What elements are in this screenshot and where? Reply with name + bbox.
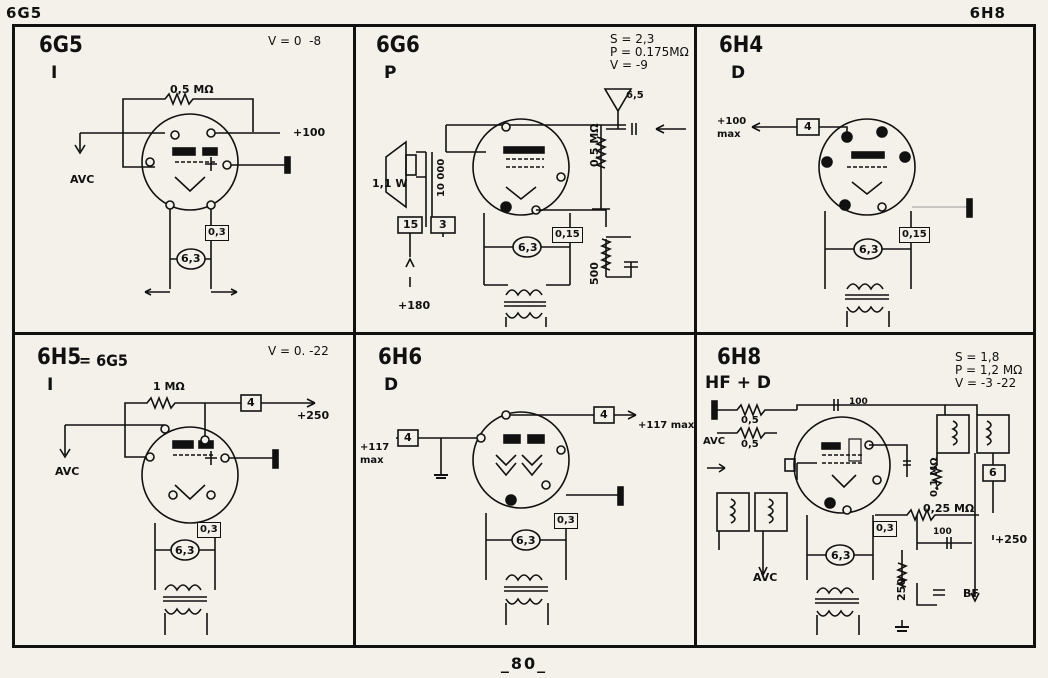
label-box-3: 3 bbox=[439, 218, 447, 231]
label-capacitor-2: 100 bbox=[933, 527, 952, 537]
tube-class: I bbox=[51, 63, 58, 83]
label-right-max: +117 max bbox=[638, 420, 695, 431]
tube-name: 6H5 bbox=[37, 345, 82, 370]
label-plus: +250 bbox=[995, 533, 1028, 546]
panel-6h6: 6H6 D +117 max 4 4 +117 max 6,3 0,3 bbox=[356, 335, 694, 645]
panel-6g6: 6G6 P S = 2,3 P = 0.175MΩ V = -9 bbox=[356, 27, 694, 332]
tube-spec: S = 1,8 P = 1,2 MΩ V = -3 -22 bbox=[955, 350, 1023, 390]
label-speaker: 1,1 W bbox=[372, 177, 408, 190]
label-capacitor: 100 bbox=[849, 397, 868, 407]
label-heater: 6,3 bbox=[859, 243, 879, 256]
panel-6h8: 6H8 HF + D S = 1,8 P = 1,2 MΩ V = -3 -22 bbox=[697, 335, 1033, 645]
label-heater: 6,3 bbox=[518, 241, 538, 254]
label-heater: 6,3 bbox=[831, 549, 851, 562]
tube-name: 6H4 bbox=[719, 33, 764, 58]
schematic-6g5 bbox=[74, 91, 291, 296]
label-heater: 6,3 bbox=[516, 534, 536, 547]
page-number: _80_ bbox=[500, 654, 548, 673]
label-avc: AVC bbox=[55, 465, 80, 478]
label-resistor-3: 0,25 MΩ bbox=[923, 502, 975, 515]
label-grid-resistor: 0,5 MΩ bbox=[588, 123, 601, 167]
label-grid-voltage: 6,5 bbox=[626, 90, 644, 101]
label-heater-current: 0,3 bbox=[554, 513, 578, 529]
tube-equivalent: = 6G5 bbox=[79, 351, 128, 370]
label-max: +100 max bbox=[717, 116, 747, 140]
schematic-6h5 bbox=[59, 394, 316, 635]
panel-6h4: 6H4 D +100 max 4 6,3 0,15 bbox=[697, 27, 1033, 332]
label-resistor: 0,5 MΩ bbox=[170, 83, 214, 96]
schematic-6g6 bbox=[385, 88, 686, 327]
label-avc-top: AVC bbox=[703, 436, 726, 447]
label-resistor-2: 0,5 bbox=[741, 439, 759, 450]
label-plus: +100 bbox=[293, 126, 326, 139]
tube-class: D bbox=[384, 375, 399, 395]
header-left-tube: 6G5 bbox=[6, 4, 43, 22]
tube-envelope bbox=[141, 426, 239, 524]
label-box-4: 4 bbox=[804, 120, 812, 133]
divider-v1 bbox=[353, 24, 356, 648]
panel-6h5: 6H5 = 6G5 I V = 0. -22 1 MΩ 4 +250 AVC bbox=[15, 335, 353, 645]
label-resistor-1: 0,5 bbox=[741, 415, 759, 426]
sheet-frame bbox=[12, 24, 1036, 648]
header-right-tube: 6H8 bbox=[969, 4, 1006, 22]
label-cathode-resistor: 250 bbox=[895, 578, 908, 601]
tube-envelope bbox=[818, 118, 916, 216]
tube-spec: V = 0 -8 bbox=[268, 34, 322, 48]
divider-v2 bbox=[694, 24, 697, 648]
tube-envelope bbox=[141, 113, 239, 211]
label-heater-current: 0,3 bbox=[205, 225, 229, 241]
label-heater-current: 0,15 bbox=[899, 227, 930, 243]
label-grid-resistor: 0,1 MΩ bbox=[929, 457, 940, 497]
tube-envelope bbox=[793, 416, 891, 514]
tube-name: 6H8 bbox=[717, 345, 762, 370]
label-box-15: 15 bbox=[403, 218, 419, 231]
label-cathode-resistor: 500 bbox=[588, 262, 601, 285]
tube-name: 6H6 bbox=[378, 345, 423, 370]
label-box-6: 6 bbox=[989, 466, 997, 479]
schematic-6h6 bbox=[396, 406, 637, 625]
label-resistor: 1 MΩ bbox=[153, 380, 185, 393]
panel-6g5: 6G5 I V = 0 -8 0,5 MΩ +100 AVC 6,3 0,3 bbox=[15, 27, 353, 332]
schematic-6h4 bbox=[751, 118, 973, 327]
label-heater-current: 0,3 bbox=[197, 522, 221, 538]
label-box-4: 4 bbox=[247, 396, 255, 409]
label-heater: 6,3 bbox=[181, 252, 201, 265]
label-avc-bottom: AVC bbox=[753, 571, 778, 584]
tube-name: 6G6 bbox=[376, 33, 420, 58]
tube-class: I bbox=[47, 375, 54, 395]
label-heater: 6,3 bbox=[175, 544, 195, 557]
label-bf: BF bbox=[963, 587, 979, 600]
tube-name: 6G5 bbox=[39, 33, 83, 58]
label-avc: AVC bbox=[70, 173, 95, 186]
divider-h bbox=[12, 332, 1036, 335]
tube-spec: S = 2,3 P = 0.175MΩ V = -9 bbox=[610, 32, 689, 72]
label-heater-current: 0,15 bbox=[552, 227, 583, 243]
label-box-left: 4 bbox=[404, 431, 412, 444]
tube-class: D bbox=[731, 63, 746, 83]
tube-spec: V = 0. -22 bbox=[268, 344, 329, 358]
tube-class: HF + D bbox=[705, 373, 772, 393]
schematic-6h8 bbox=[707, 399, 1010, 635]
tube-envelope bbox=[472, 411, 570, 509]
label-left-max: +117 max bbox=[360, 442, 390, 466]
label-box-right: 4 bbox=[600, 408, 608, 421]
label-transformer: 10 000 bbox=[436, 158, 447, 197]
label-plus: +180 bbox=[398, 299, 431, 312]
label-plus: +250 bbox=[297, 409, 330, 422]
tube-envelope bbox=[472, 118, 570, 216]
tube-class: P bbox=[384, 63, 397, 83]
label-heater-current: 0,3 bbox=[873, 521, 897, 537]
